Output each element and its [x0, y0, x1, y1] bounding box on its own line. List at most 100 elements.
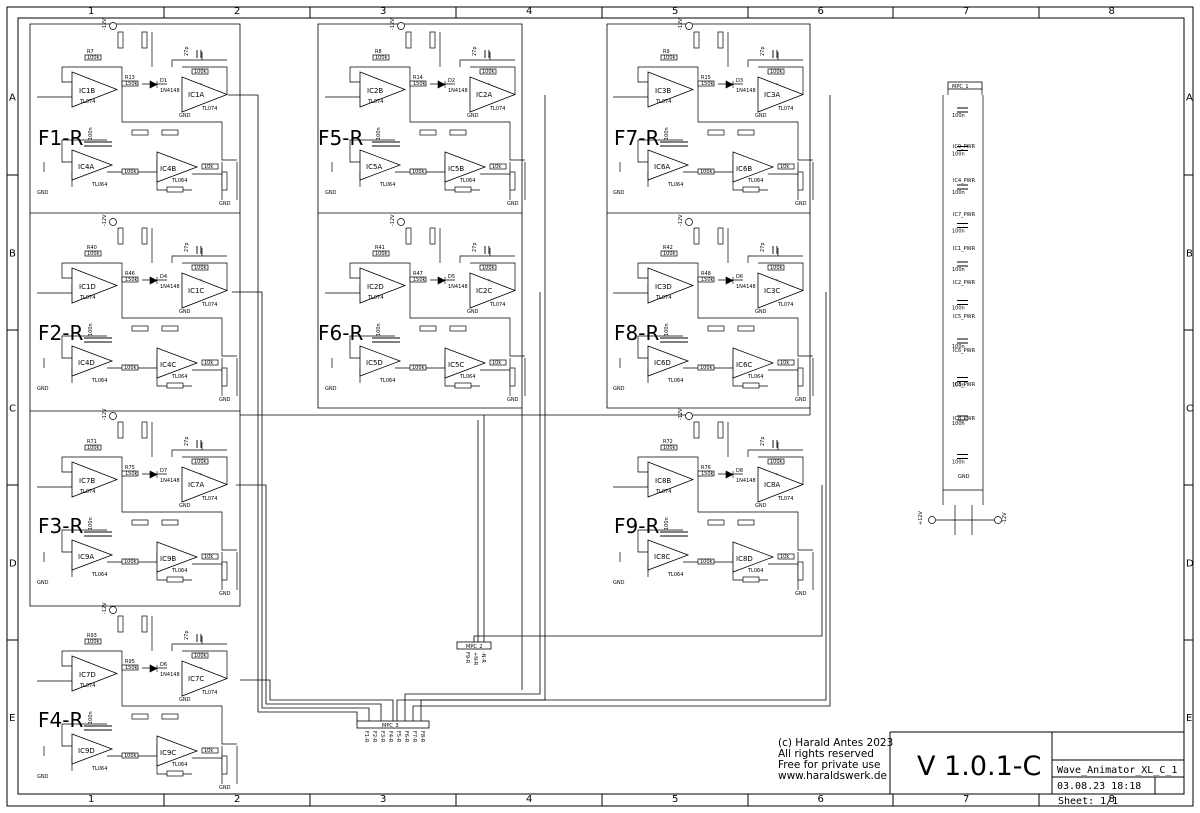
neg-supply: -12V	[102, 408, 108, 420]
gnd-label: GND	[179, 697, 191, 703]
grid-row-label: B	[9, 249, 16, 260]
r-out-value: 10k	[204, 748, 213, 754]
gnd-out-label: GND	[795, 591, 807, 597]
opamp-out-ref: IC5C	[448, 361, 464, 369]
r-fb-value: 100k	[482, 69, 495, 75]
opamp-low-ref: IC4D	[78, 359, 95, 367]
grid-col-label: 8	[1109, 794, 1115, 805]
gnd-low-label: GND	[37, 774, 49, 780]
opamp-out-part: TL064	[171, 374, 187, 380]
block-label-layer: F1-RF2-RF3-RF4-RF5-RF6-RF7-RF8-RF9-R	[38, 126, 659, 732]
opamp-top-ref: IC7D	[79, 671, 96, 679]
grid-col-label: 5	[672, 6, 678, 17]
neg-supply: -12V	[390, 214, 396, 226]
gnd-label: GND	[467, 309, 479, 315]
opamp-out-part: TL064	[171, 762, 187, 768]
power-label: IC5_PWR	[953, 314, 976, 320]
opamp-low-part: TL064	[91, 766, 107, 772]
r-mid-ref: R13	[125, 75, 135, 81]
r-in-ref: R71	[87, 439, 97, 445]
grid-col-label: 3	[380, 794, 386, 805]
credit-line1: (c) Harald Antes 2023	[778, 737, 893, 749]
title-name: Wave_Animator_XL_C_1	[1057, 765, 1177, 776]
r-low-value: 100k	[124, 169, 137, 175]
opamp-top-ref: IC3D	[655, 283, 672, 291]
diode-part: 1N4148	[160, 88, 180, 94]
opamp-low-part: TL064	[91, 182, 107, 188]
gnd-out-label: GND	[507, 397, 519, 403]
cap-value: 27p	[760, 46, 766, 56]
opamp-top-ref: IC7B	[79, 477, 95, 485]
block-label: F5-R	[318, 126, 363, 150]
opamp-mid-part: TL074	[777, 496, 793, 502]
opamp-out-ref: IC4C	[160, 361, 176, 369]
cap-value: 27p	[760, 242, 766, 252]
opamp-top-ref: IC1D	[79, 283, 96, 291]
diode-part: 1N4148	[736, 478, 756, 484]
grid-row-label: E	[9, 713, 15, 724]
gnd-label: GND	[179, 503, 191, 509]
cap-value: 27p	[184, 46, 190, 56]
gnd-low-label: GND	[325, 386, 337, 392]
mpc3-ref: MPC_3	[382, 723, 399, 729]
diode-ref: D3	[736, 78, 743, 84]
mpc2-pin-label: -N-R	[480, 652, 486, 663]
power-label: IC7_PWR	[953, 212, 976, 218]
opamp-mid-part: TL074	[489, 106, 505, 112]
power-decoupling-column: MPC_1 GND +12V -12V 100n100n100n100n100n…	[918, 81, 1008, 535]
r-out-value: 10k	[780, 164, 789, 170]
opamp-mid-ref: IC8A	[764, 481, 780, 489]
r-in-ref: R42	[663, 245, 673, 251]
r-mid-ref: R14	[413, 75, 423, 81]
grid-col-label: 6	[818, 6, 824, 17]
block-label: F3-R	[38, 514, 83, 538]
gnd-out-label: GND	[795, 201, 807, 207]
opamp-low-part: TL064	[667, 378, 683, 384]
r-mid-ref: R46	[125, 271, 135, 277]
block-label: F1-R	[38, 126, 83, 150]
r-mid-value: 150k	[125, 81, 138, 87]
r-mid-ref: R15	[701, 75, 711, 81]
opamp-low-part: TL064	[667, 572, 683, 578]
diode-ref: D8	[736, 468, 743, 474]
gnd-low-label: GND	[613, 386, 625, 392]
opamp-out-part: TL064	[747, 568, 763, 574]
opamp-out-part: TL064	[171, 178, 187, 184]
gnd-label: GND	[755, 113, 767, 119]
grid-col-label: 8	[1109, 6, 1115, 17]
cap-low-value: 100n	[376, 323, 382, 336]
r-mid-ref: R76	[701, 465, 711, 471]
power-label: IC2_PWR	[953, 280, 976, 286]
opamp-out-part: TL064	[459, 374, 475, 380]
grid-row-label: A	[9, 93, 16, 104]
neg-supply: -12V	[102, 18, 108, 30]
opamp-top-ref: IC1B	[79, 87, 95, 95]
grid-col-label: 6	[818, 794, 824, 805]
power-cap-value: 100n	[952, 421, 965, 427]
power-cap-value: 100n	[952, 267, 965, 273]
grid-col-label: 7	[963, 6, 969, 17]
opamp-top-part: TL074	[367, 295, 383, 301]
opamp-mid-ref: IC7C	[188, 675, 204, 683]
r-in-ref: R40	[87, 245, 97, 251]
r-in-value: 100k	[375, 251, 388, 257]
neg-supply: -12V	[390, 18, 396, 30]
opamp-mid-ref: IC7A	[188, 481, 204, 489]
opamp-top-part: TL074	[79, 295, 95, 301]
connector-mpc2: MPC_2 F9-R+N-R-N-R	[456, 641, 492, 666]
opamp-out-ref: IC6C	[736, 361, 752, 369]
power-cap-value: 100n	[952, 344, 965, 350]
r-mid-ref: R48	[701, 271, 711, 277]
opamp-mid-part: TL074	[201, 690, 217, 696]
credit-line2: All rights reserved	[778, 748, 874, 760]
block-label: F2-R	[38, 321, 83, 345]
grid-col-label: 3	[380, 6, 386, 17]
opamp-mid-part: TL074	[201, 106, 217, 112]
opamp-out-ref: IC8D	[736, 555, 753, 563]
opamp-low-part: TL064	[91, 378, 107, 384]
